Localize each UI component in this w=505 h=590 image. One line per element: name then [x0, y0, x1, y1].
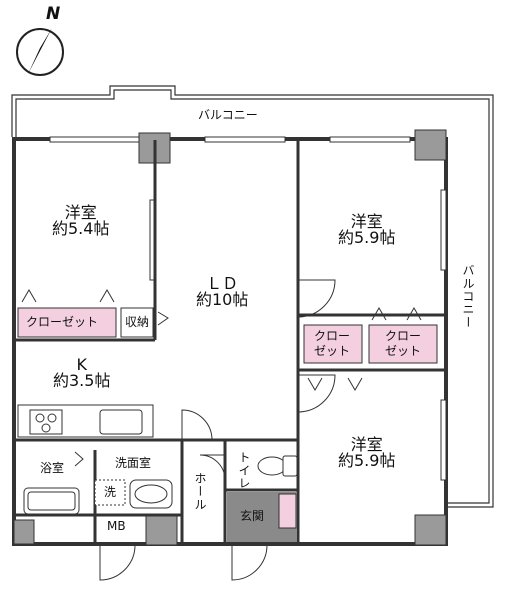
washroom-label: 洗面室: [115, 456, 152, 470]
interior-walls: [14, 140, 445, 544]
closet-b-label: クロー ゼット: [385, 330, 421, 357]
closet-a-label: クロー ゼット: [314, 330, 350, 357]
meter-box-label: MB: [107, 519, 126, 533]
door-swings: [99, 279, 336, 581]
closet-a-fill: [303, 324, 363, 364]
room-size: 約5.9帖: [338, 228, 396, 247]
closet-a-line2: ゼット: [314, 344, 351, 358]
balcony-outline: [11, 85, 494, 508]
hall-label: ホール: [193, 472, 207, 511]
closet-b-fill: [368, 324, 438, 364]
room-size: 約5.9帖: [338, 451, 396, 470]
living-dining-room: ＬＤ 約10帖: [196, 276, 248, 308]
toilet-label: トイレ: [237, 451, 251, 490]
balcony-right-label: バルコニー: [461, 264, 475, 329]
kitchen-counter: [17, 404, 154, 438]
room-name: ＬＤ: [206, 274, 239, 293]
storage-label: 収納: [125, 315, 150, 329]
north-label: N: [46, 4, 61, 24]
western-room-ne: 洋室 約5.9帖: [338, 214, 395, 246]
storage-fill: [120, 307, 154, 338]
balcony-top-label: バルコニー: [198, 108, 258, 122]
closet-door-marks: [21, 289, 422, 467]
room-name: 洋室: [350, 435, 383, 454]
closet-long-fill: [17, 307, 117, 338]
bath-label: 浴室: [40, 461, 65, 475]
room-name: 洋室: [64, 203, 97, 222]
kitchen-room: K 約3.5帖: [53, 357, 110, 389]
closet-a-line1: クロー: [314, 329, 351, 343]
entrance-label: 玄関: [240, 509, 265, 523]
room-name: K: [76, 355, 87, 374]
washer-label: 洗: [104, 485, 117, 499]
closet-b-line2: ゼット: [385, 344, 422, 358]
pillars: [13, 129, 447, 546]
room-name: 洋室: [350, 212, 383, 231]
closet-long-label: クローゼット: [26, 315, 99, 329]
western-room-se: 洋室 約5.9帖: [338, 437, 395, 469]
room-size: 約10帖: [196, 290, 249, 309]
room-size: 約5.4帖: [52, 219, 110, 238]
compass-icon: [16, 28, 64, 76]
toilet-fixture: [257, 455, 298, 477]
closet-b-line1: クロー: [385, 329, 422, 343]
western-room-nw: 洋室 約5.4帖: [52, 205, 109, 237]
room-size: 約3.5帖: [53, 371, 111, 390]
shoe-box: [278, 493, 297, 529]
bath-fixtures: [23, 479, 173, 515]
